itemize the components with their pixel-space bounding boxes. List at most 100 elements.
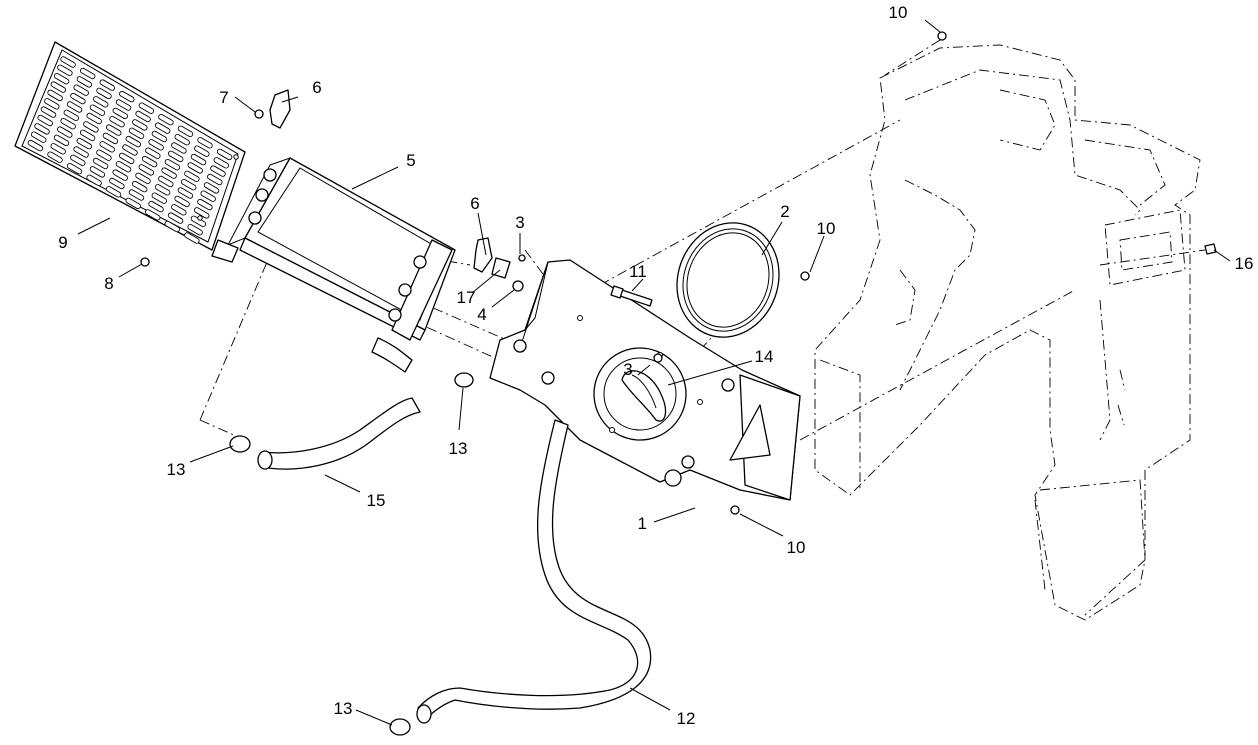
callout-8: 8 [104,274,113,293]
screen-slot [138,164,155,176]
screen-slot [213,157,230,169]
screen-slot [109,115,125,128]
screen-slot [128,189,145,201]
screen-slot [96,149,112,161]
screen-slot [30,131,47,143]
screen-slot [70,92,86,105]
callout-11: 11 [629,262,647,281]
screen-slot [207,173,223,186]
small-fasteners [140,31,1217,515]
screen-slot [135,172,151,185]
screen-slot [171,142,187,154]
callout-9: 9 [58,233,67,252]
screen-slot [27,139,44,152]
callout-3-top: 3 [515,213,524,232]
oil-cooler [211,157,456,373]
screen-slot [174,195,190,208]
screen-slot [119,90,135,103]
screen-slot [125,135,142,148]
screen-slot [132,119,148,131]
screen-slot [105,124,122,136]
screen-slot [44,98,60,110]
screen-slot [151,192,168,204]
callout-16: 16 [1235,254,1254,273]
screen-slot [66,162,83,175]
screen-slot [187,223,203,236]
screen-slot [128,127,145,140]
screen-slot [83,121,99,133]
screen-slot [193,207,210,219]
screen-slot [63,109,80,122]
screen-slot [76,137,93,150]
screen-slot [138,102,155,114]
screen-slot [50,143,66,155]
screen-slot [109,177,125,190]
hose-clamps [229,372,474,736]
screen-slot [167,150,184,163]
screen-slot [161,167,177,179]
screen-slot [131,180,148,193]
callout-13-middle: 13 [449,439,468,458]
callout-10-top: 10 [889,3,908,22]
screen-slot [187,162,203,174]
screen-slot [174,133,190,146]
bolt-11 [610,285,653,307]
screen-slot [194,145,210,157]
callout-4: 4 [477,305,486,324]
callout-10-shroud: 10 [817,219,836,238]
screen-slot [79,129,96,142]
screen-slot [70,154,86,167]
screen-slot [154,184,171,196]
screen-slot [40,106,57,118]
screen-slot [115,99,132,111]
screen-slot [66,101,83,113]
screen-slot [135,110,151,123]
screen-slot [164,158,181,171]
screen-slot [184,170,200,183]
screen-slot [197,137,213,149]
shroud-ring [676,222,780,338]
screen-slot [167,212,184,224]
main-frame-phantom [814,44,1201,621]
screen-slot [200,190,216,202]
screen-slot [210,165,226,177]
screen-slot [76,76,93,88]
screen-slot [158,113,174,126]
screen-slot [148,139,164,151]
screen-slot [141,155,158,168]
screen-slot [37,114,53,127]
screen-slot [89,166,106,178]
screen-slots [27,56,233,244]
callout-6-middle: 6 [470,194,479,213]
screen-slot [79,67,96,80]
callout-12: 12 [677,709,696,728]
callout-13-left: 13 [167,460,186,479]
screen-slot [73,84,89,96]
screen-slot [164,220,181,233]
screen-slot [177,125,194,138]
screen-slot [216,148,233,161]
screen-slot [73,146,89,158]
screen-slot [99,141,115,153]
screen-slot [197,198,213,211]
screen-slot [158,175,174,188]
callout-13-bottom: 13 [334,699,353,718]
screen-slot [86,174,102,187]
screen-slot [53,134,70,147]
callout-17: 17 [457,288,476,307]
screen-slot [184,232,200,244]
screen-slot [102,132,119,145]
screen-slot [60,56,76,68]
screen-slot [180,178,197,191]
leader-lines [77,19,1231,726]
screen-slot [92,157,109,170]
perforated-screen [14,41,246,251]
screen-slot [154,122,171,134]
callout-14: 14 [755,347,774,366]
callout-7: 7 [219,88,228,107]
screen-slot [112,107,129,120]
callout-3-housing: 3 [623,360,632,379]
callout-15: 15 [367,491,386,510]
screen-slot [112,169,128,181]
